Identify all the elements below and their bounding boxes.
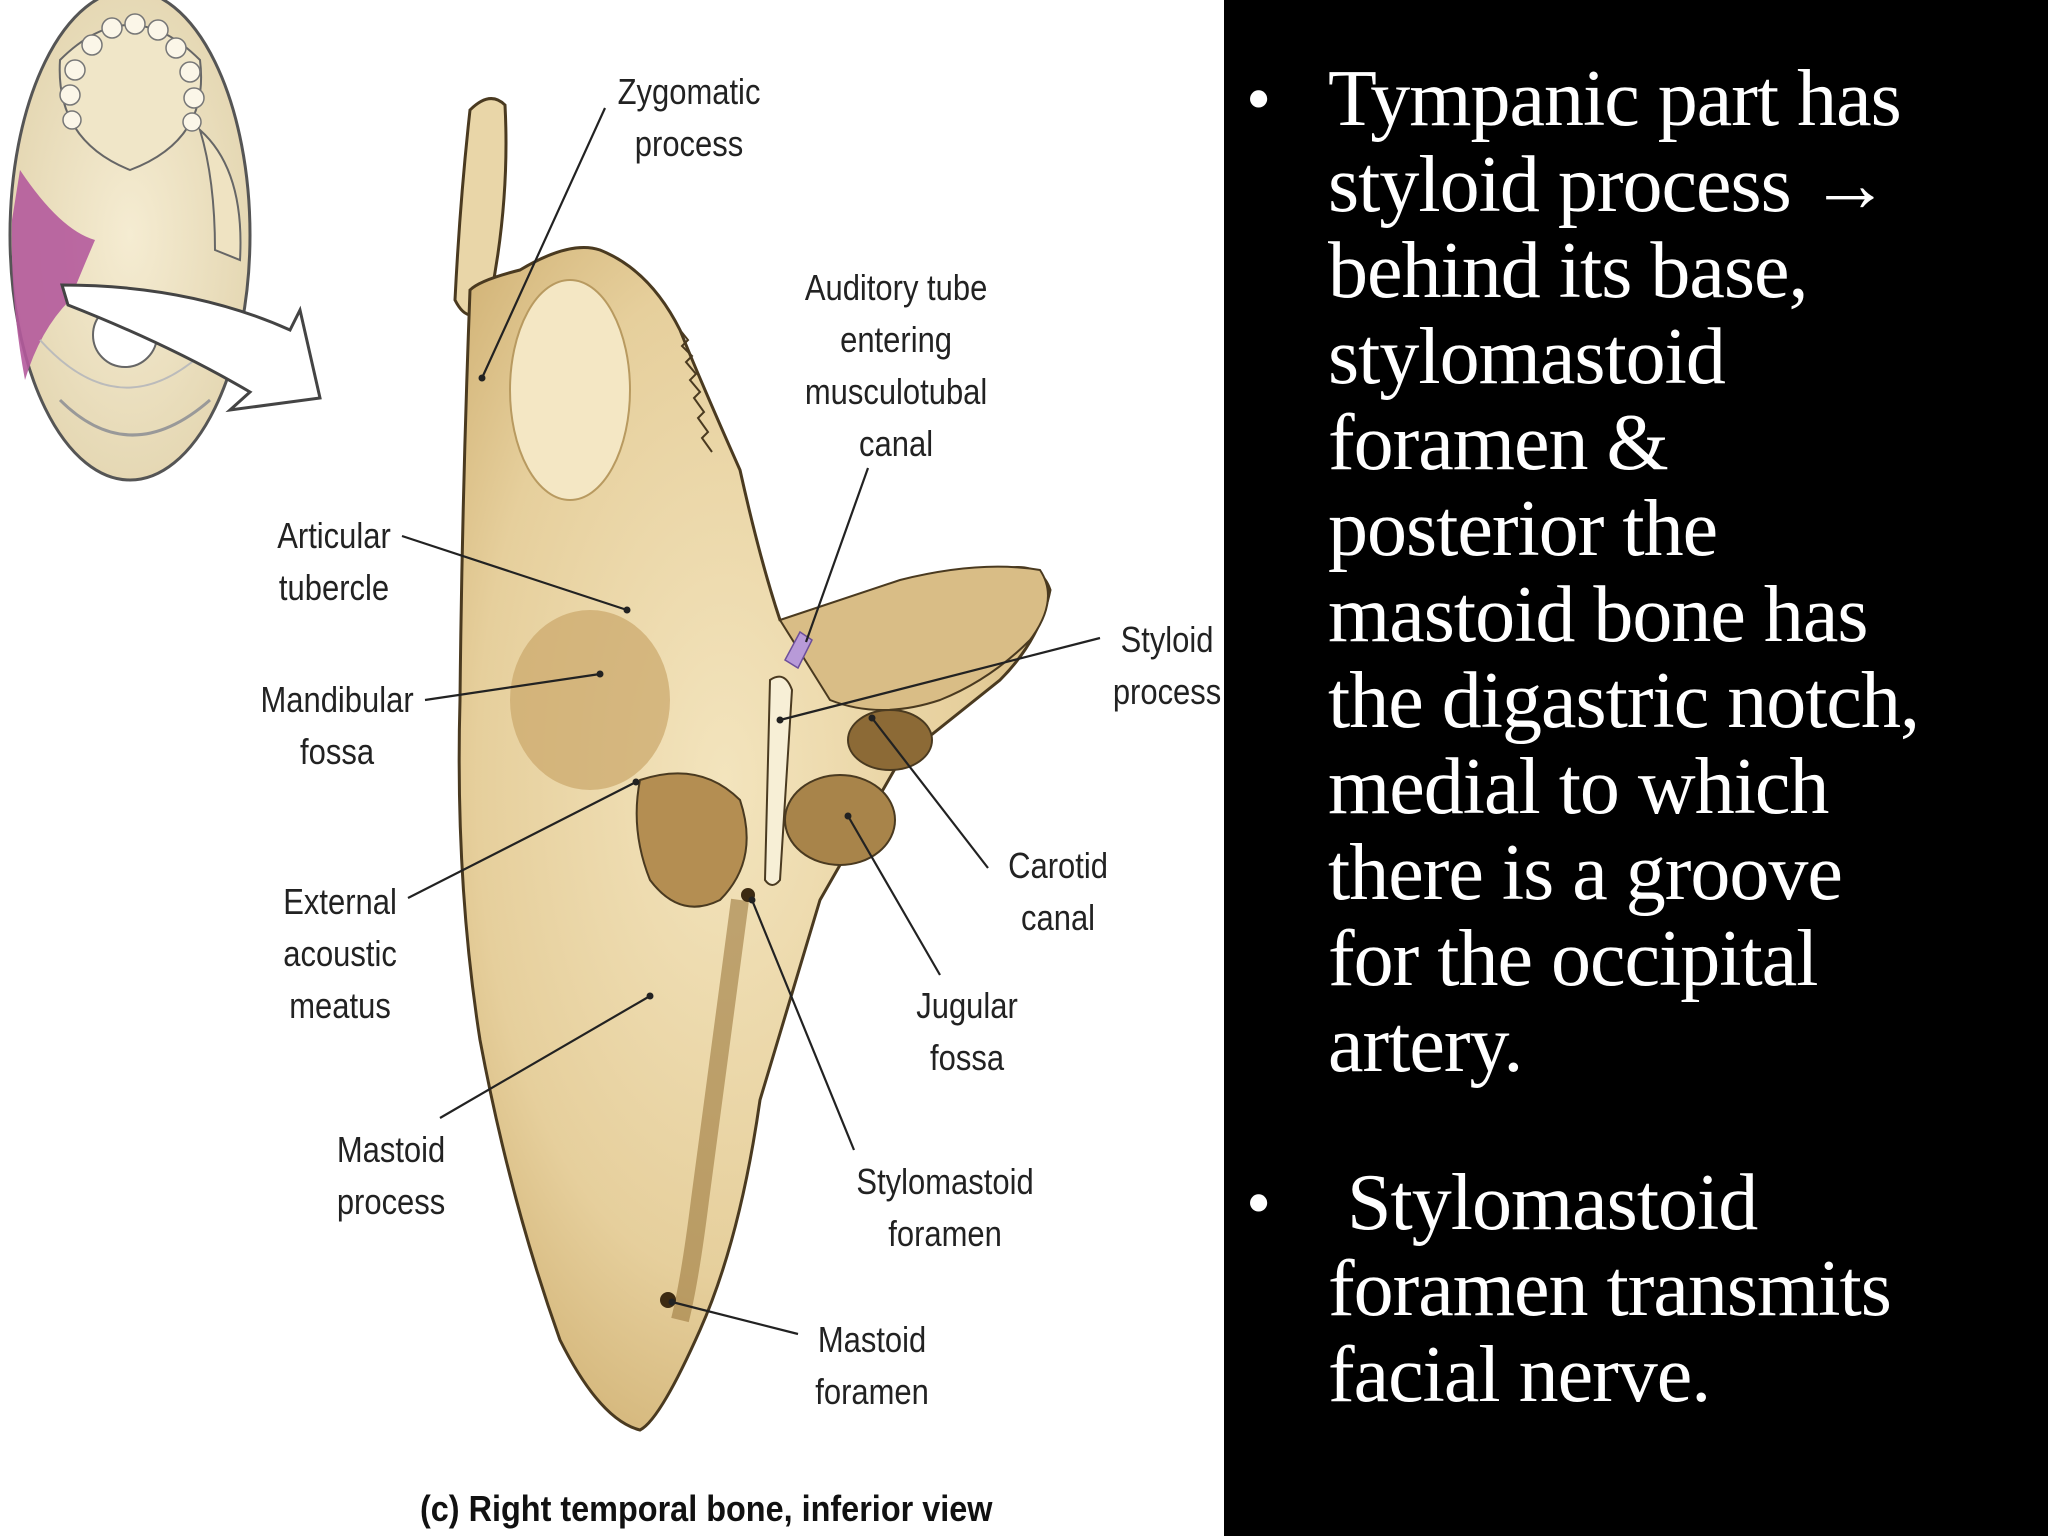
leader-lines <box>401 107 1101 1336</box>
bullet-marker: • <box>1246 1163 1272 1243</box>
skull-inset <box>8 0 322 482</box>
bullet-text: Stylomastoid foramen transmits facial ne… <box>1328 1159 1892 1419</box>
figure-caption: (c) Right temporal bone, inferior view <box>420 1488 993 1529</box>
bullet-text: Tympanic part has styloid process → behi… <box>1328 55 1920 1089</box>
bullet-marker: • <box>1246 59 1272 139</box>
temporal-bone-illustration <box>8 0 1101 1432</box>
bullet-text-panel: • Tympanic part has styloid process → be… <box>1224 0 2048 1536</box>
temporal-bone <box>453 97 1052 1432</box>
